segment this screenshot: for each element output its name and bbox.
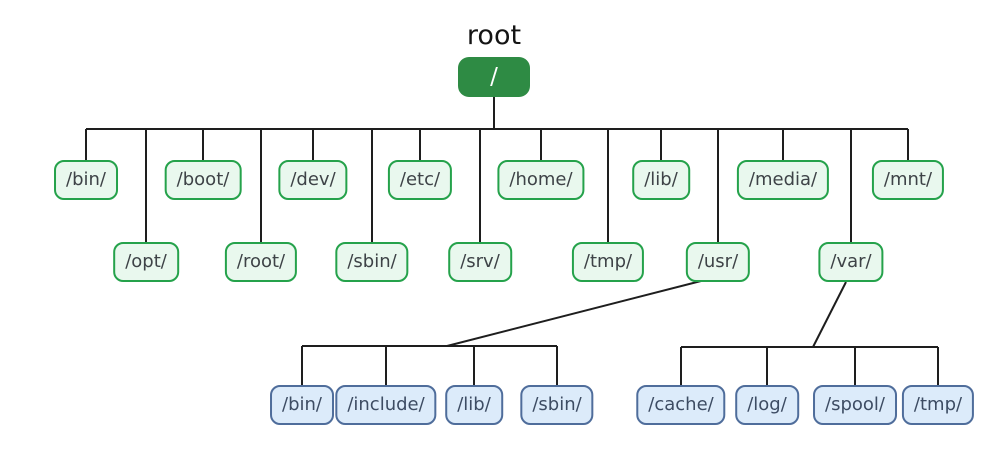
- node-usr-lib: /lib/: [445, 385, 503, 425]
- node-usr-sbin: /sbin/: [520, 385, 594, 425]
- node-home: /home/: [497, 160, 585, 200]
- node-boot: /boot/: [164, 160, 242, 200]
- node-srv: /srv/: [448, 242, 512, 282]
- node-usr: /usr/: [685, 242, 751, 282]
- edge-var-to-var-bus: [812, 281, 847, 348]
- node-rootdir: /root/: [224, 242, 298, 282]
- node-media: /media/: [736, 160, 830, 200]
- node-usr-bin: /bin/: [270, 385, 334, 425]
- node-lib: /lib/: [632, 160, 690, 200]
- node-dev: /dev/: [278, 160, 348, 200]
- node-mnt: /mnt/: [871, 160, 945, 200]
- node-var-spool: /spool/: [813, 385, 897, 425]
- node-root: /: [458, 57, 530, 97]
- node-var-cache: /cache/: [636, 385, 726, 425]
- node-opt: /opt/: [113, 242, 179, 282]
- node-var-log: /log/: [735, 385, 799, 425]
- node-sbin: /sbin/: [335, 242, 409, 282]
- root-caption: root: [466, 20, 522, 51]
- node-usr-include: /include/: [335, 385, 437, 425]
- node-var-tmp: /tmp/: [901, 385, 975, 425]
- node-bin: /bin/: [54, 160, 118, 200]
- node-tmp: /tmp/: [571, 242, 645, 282]
- edge-usr-to-usr-bus: [446, 280, 702, 347]
- node-var: /var/: [818, 242, 884, 282]
- node-etc: /etc/: [387, 160, 453, 200]
